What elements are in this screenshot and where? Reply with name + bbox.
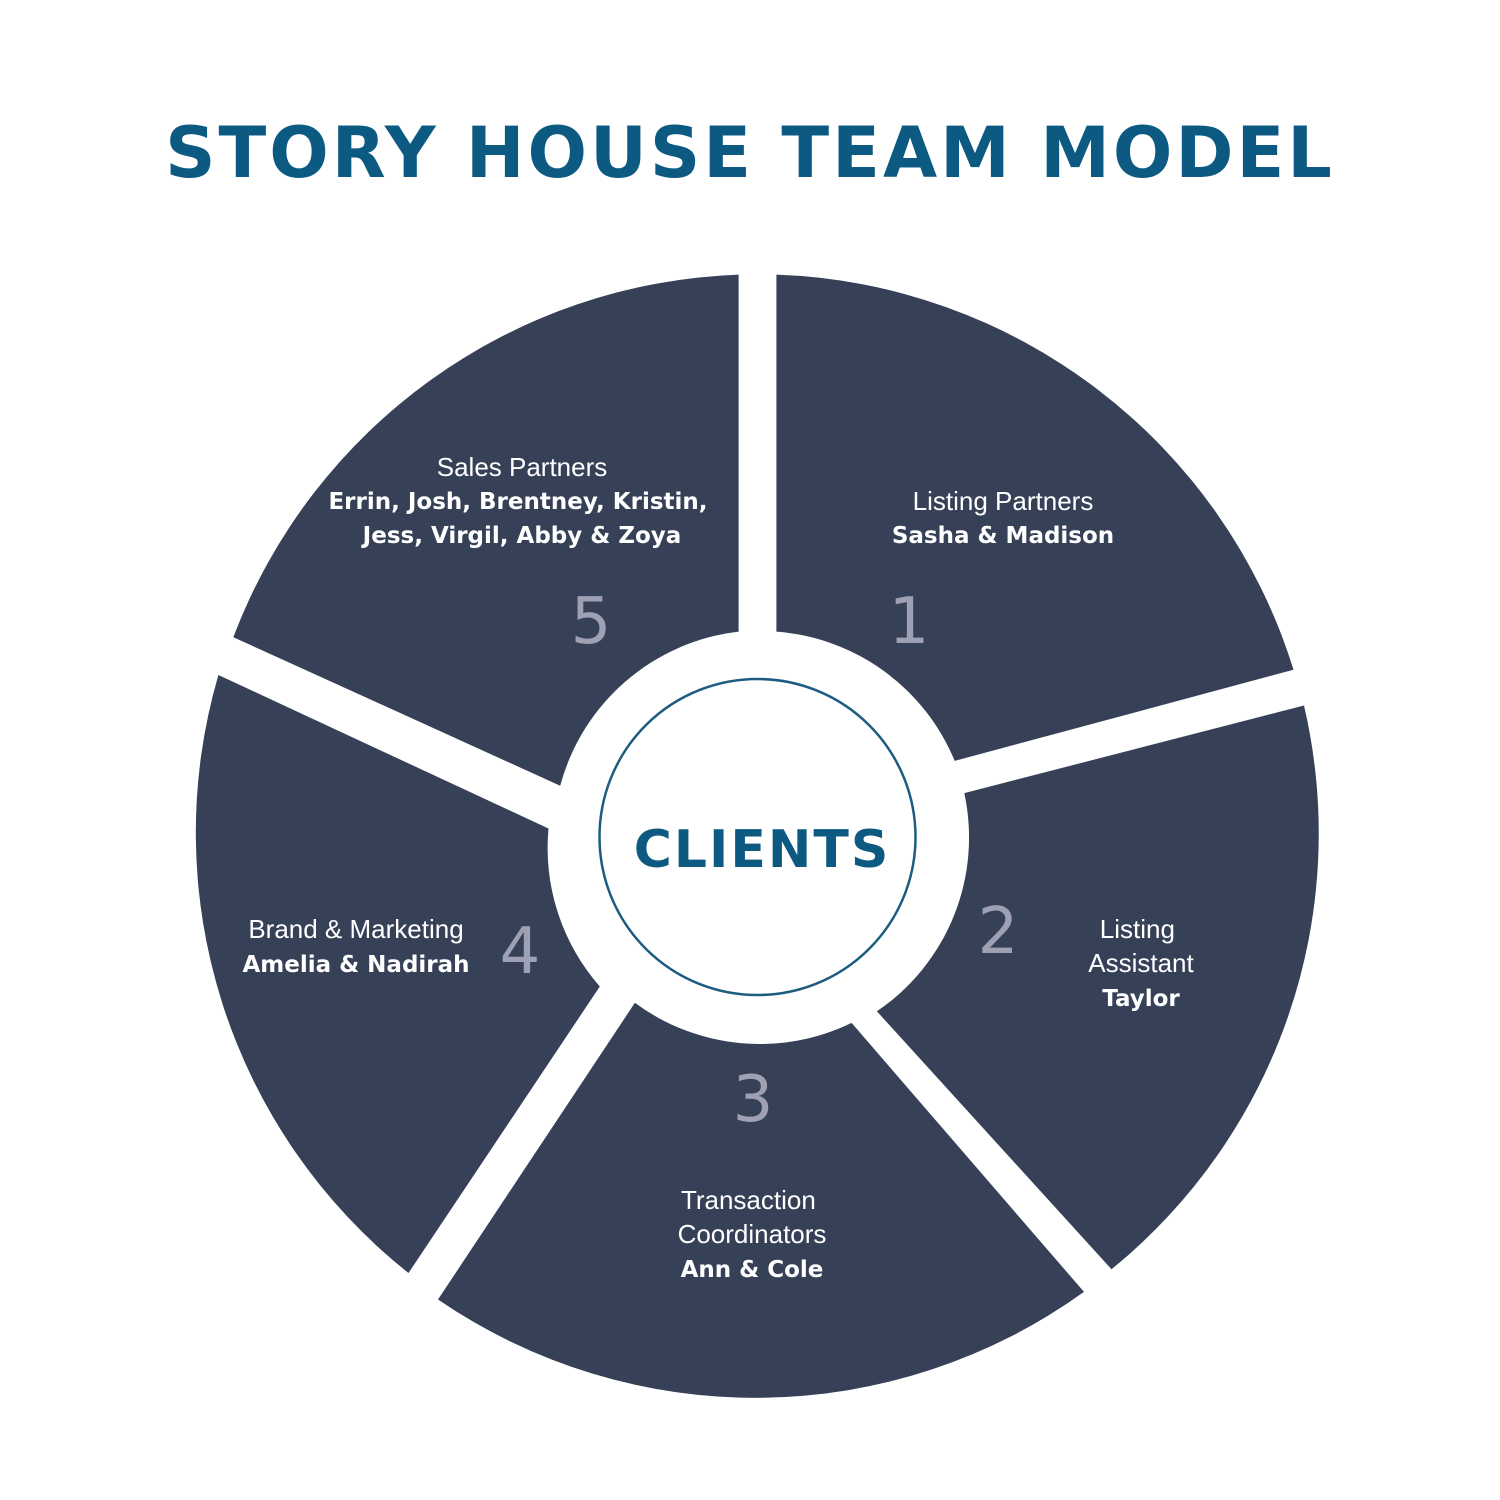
segment-2-member-line: Taylor: [1102, 986, 1180, 1012]
segment-1-number: 1: [889, 585, 930, 659]
segment-1-role: Listing Partners: [913, 486, 1094, 516]
segment-4-shape: [195, 675, 600, 1273]
page-title: STORY HOUSE TEAM MODEL: [165, 112, 1335, 194]
segment-1-shape: [776, 274, 1294, 761]
segment-2-number: 2: [978, 895, 1019, 969]
segment-transaction-coordinators: 3 Transaction Coordinators Ann & Cole: [438, 1002, 1084, 1398]
segment-5-role-line: Sales Partners: [437, 452, 608, 482]
segment-3-role-line: Transaction: [681, 1185, 816, 1215]
segment-1-members: Sasha & Madison: [892, 523, 1114, 549]
segment-brand-marketing: 4 Brand & Marketing Amelia & Nadirah: [195, 675, 600, 1273]
segment-5-members: Errin, Josh, Brentney, Kristin, Jess, Vi…: [328, 489, 715, 549]
hub: CLIENTS: [598, 677, 917, 997]
hub-ring: [598, 677, 917, 997]
segment-4-role: Brand & Marketing: [248, 914, 463, 944]
segment-3-role-line: Coordinators: [678, 1219, 827, 1249]
segment-1-member-line: Sasha & Madison: [892, 523, 1114, 549]
segment-4-member-line: Amelia & Nadirah: [242, 952, 469, 978]
segment-2-role-line: Listing: [1100, 914, 1175, 944]
segment-listing-assistant: 2 Listing Assistant Taylor: [876, 705, 1319, 1270]
segment-2-shape: [876, 705, 1319, 1270]
segment-5-member-line: Errin, Josh, Brentney, Kristin,: [328, 489, 707, 515]
segment-3-number: 3: [733, 1063, 774, 1137]
segment-5-shape: [233, 274, 739, 786]
segment-1-role-line: Listing Partners: [913, 486, 1094, 516]
segment-sales-partners: 5 Sales Partners Errin, Josh, Brentney, …: [233, 274, 739, 786]
segment-4-members: Amelia & Nadirah: [242, 952, 469, 978]
segment-5-number: 5: [571, 585, 612, 659]
segment-3-shape: [438, 1002, 1084, 1398]
segment-3-members: Ann & Cole: [681, 1257, 824, 1283]
segment-4-number: 4: [500, 915, 541, 989]
segment-listing-partners: 1 Listing Partners Sasha & Madison: [776, 274, 1294, 761]
segment-2-role: Listing Assistant: [1088, 914, 1194, 978]
segment-3-role: Transaction Coordinators: [678, 1185, 827, 1249]
segment-2-role-line: Assistant: [1088, 948, 1194, 978]
segment-3-member-line: Ann & Cole: [681, 1257, 824, 1283]
segment-5-member-line: Jess, Virgil, Abby & Zoya: [361, 523, 682, 549]
segment-4-role-line: Brand & Marketing: [248, 914, 463, 944]
segment-2-members: Taylor: [1102, 986, 1180, 1012]
hub-label: CLIENTS: [634, 820, 891, 880]
segment-5-role: Sales Partners: [437, 452, 608, 482]
